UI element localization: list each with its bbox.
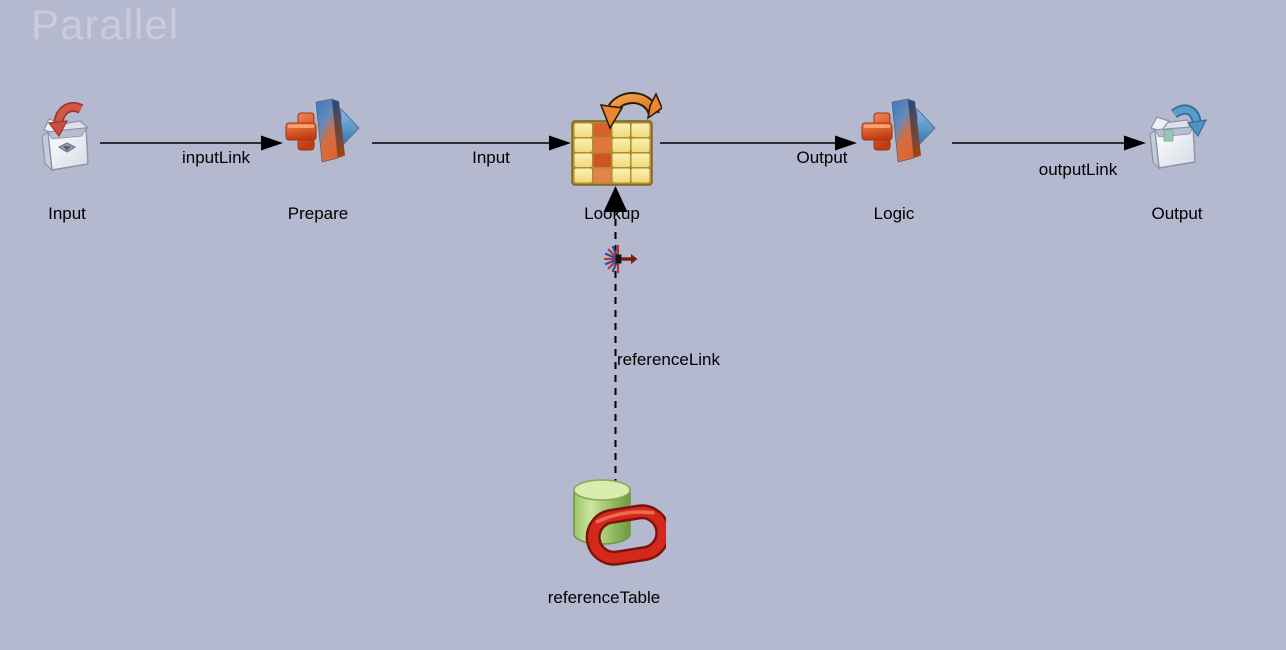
table-cells (574, 123, 650, 183)
reference-link-marker-icon (604, 245, 638, 273)
stage-label-lookup[interactable]: Lookup (584, 204, 640, 223)
stage-label-logic[interactable]: Logic (873, 204, 915, 223)
lookup-table-icon[interactable] (570, 90, 662, 186)
arrowhead-icon (835, 135, 857, 151)
open-box-blue-arrow-icon[interactable] (1145, 100, 1209, 178)
open-box-red-arrow-icon[interactable] (36, 100, 102, 180)
stage-lookup (570, 90, 662, 186)
stage-label-input[interactable]: Input (48, 204, 86, 223)
stage-logic (860, 96, 938, 166)
stage-output (1145, 100, 1209, 178)
canvas-watermark: Parallel (31, 1, 180, 48)
database-ring-icon[interactable] (566, 476, 666, 568)
transformer-icon[interactable] (860, 96, 938, 166)
arrowhead-up-icon (603, 186, 628, 212)
curved-arrow-icon (599, 92, 662, 130)
link-label-referencelink[interactable]: referenceLink (617, 350, 721, 369)
link-label-outputlink[interactable]: outputLink (1038, 160, 1118, 179)
red-ring-icon (585, 504, 666, 566)
link-outputlink[interactable] (952, 135, 1146, 151)
arrowhead-icon (261, 135, 283, 151)
arrowhead-icon (1124, 135, 1146, 151)
stage-input (36, 100, 102, 180)
link-output[interactable] (660, 135, 857, 151)
stage-referencetable (566, 476, 666, 568)
stage-label-referencetable[interactable]: referenceTable (547, 588, 661, 607)
link-label-input[interactable]: Input (472, 148, 510, 167)
link-input[interactable] (372, 135, 571, 151)
stage-label-prepare[interactable]: Prepare (287, 204, 349, 223)
stage-prepare (284, 96, 362, 166)
link-inputlink[interactable] (100, 135, 283, 151)
link-referencelink[interactable] (603, 186, 638, 486)
arrowhead-icon (549, 135, 571, 151)
link-label-output[interactable]: Output (796, 148, 848, 167)
transformer-icon[interactable] (284, 96, 362, 166)
link-label-inputlink[interactable]: inputLink (181, 148, 251, 167)
stage-label-output[interactable]: Output (1151, 204, 1203, 223)
